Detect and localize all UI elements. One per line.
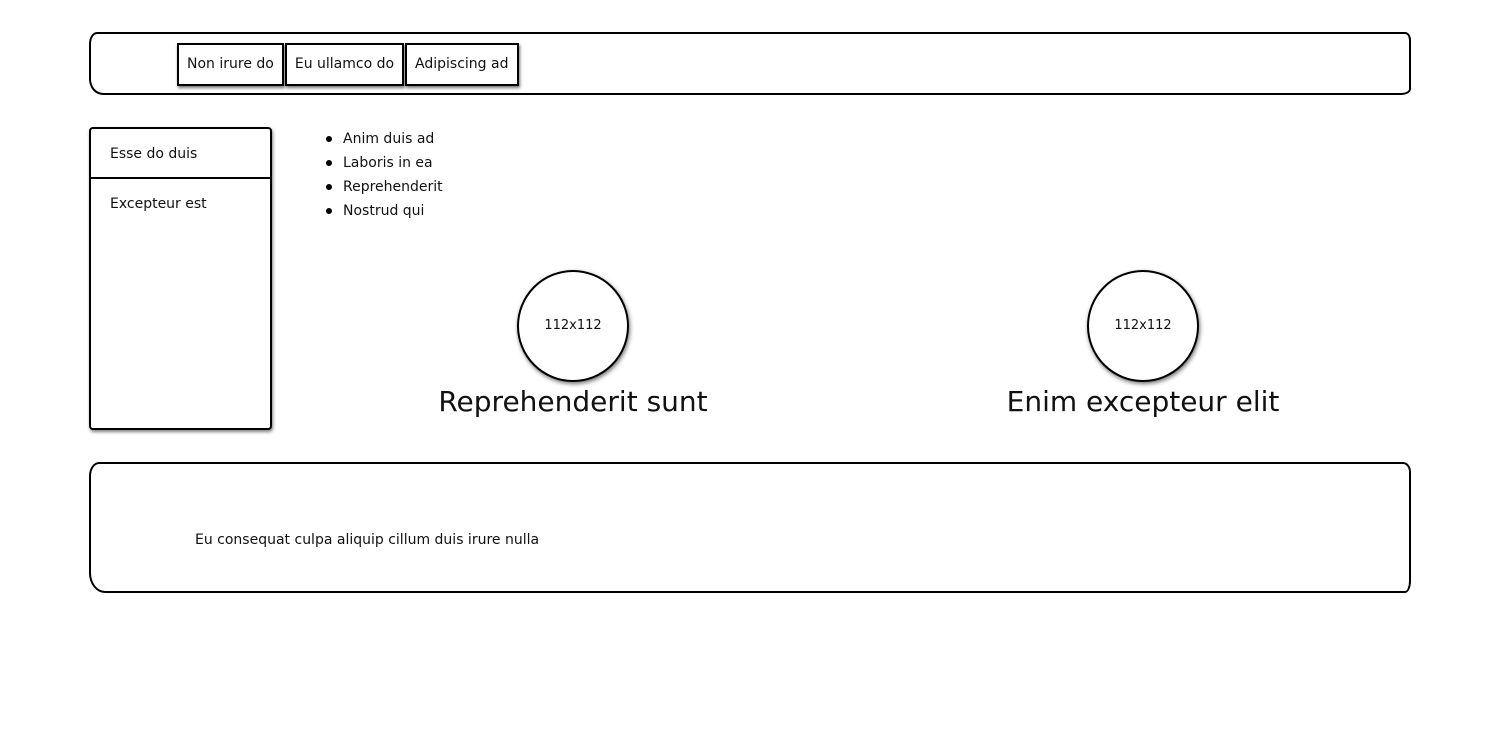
avatar: 112x112 — [517, 270, 629, 382]
footer-text: Eu consequat culpa aliquip cillum duis i… — [195, 532, 540, 548]
profile-card: 112x112 Enim excepteur elit — [978, 270, 1308, 420]
bullet-icon — [326, 208, 332, 214]
bullet-icon — [326, 184, 332, 190]
tab-non-irure-do[interactable]: Non irure do — [177, 43, 284, 86]
bullet-icon — [326, 136, 332, 142]
list-item: Reprehenderit — [325, 175, 443, 199]
sidebar-item-esse-do-duis[interactable]: Esse do duis — [91, 129, 270, 179]
card-title: Reprehenderit sunt — [438, 385, 708, 418]
bullet-list: Anim duis ad Laboris in ea Reprehenderit… — [325, 127, 443, 223]
sidebar-list: Esse do duis Excepteur est — [89, 127, 272, 430]
list-item: Nostrud qui — [325, 199, 443, 223]
card-title: Enim excepteur elit — [1006, 385, 1280, 418]
profile-card: 112x112 Reprehenderit sunt — [408, 270, 738, 420]
sidebar-item-excepteur-est[interactable]: Excepteur est — [110, 196, 207, 212]
list-item-label: Anim duis ad — [343, 131, 435, 147]
tab-eu-ullamco-do[interactable]: Eu ullamco do — [284, 43, 405, 86]
list-item-label: Reprehenderit — [343, 179, 443, 195]
footer-panel: Eu consequat culpa aliquip cillum duis i… — [89, 462, 1411, 593]
nav-tabs: Non irure do Eu ullamco do Adipiscing ad — [177, 43, 520, 86]
list-item: Laboris in ea — [325, 151, 443, 175]
list-item-label: Nostrud qui — [343, 203, 425, 219]
avatar: 112x112 — [1087, 270, 1199, 382]
bullet-icon — [326, 160, 332, 166]
top-nav-bar: Non irure do Eu ullamco do Adipiscing ad — [89, 32, 1411, 95]
list-item-label: Laboris in ea — [343, 155, 433, 171]
list-item: Anim duis ad — [325, 127, 443, 151]
tab-adipiscing-ad[interactable]: Adipiscing ad — [405, 43, 519, 86]
